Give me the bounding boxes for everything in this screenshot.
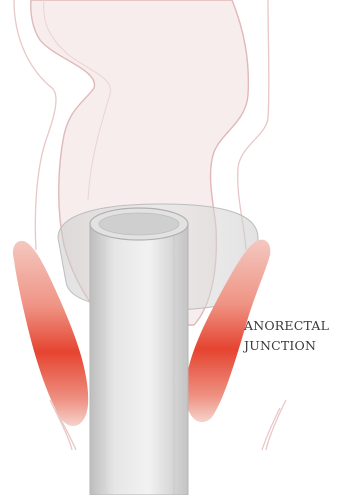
tube-body: [90, 224, 188, 495]
tube-top-opening: [99, 213, 179, 235]
label-line-2: JUNCTION: [244, 336, 336, 356]
anorectal-junction-label: ANORECTAL JUNCTION: [244, 316, 336, 356]
label-line-1: ANORECTAL: [244, 316, 336, 336]
